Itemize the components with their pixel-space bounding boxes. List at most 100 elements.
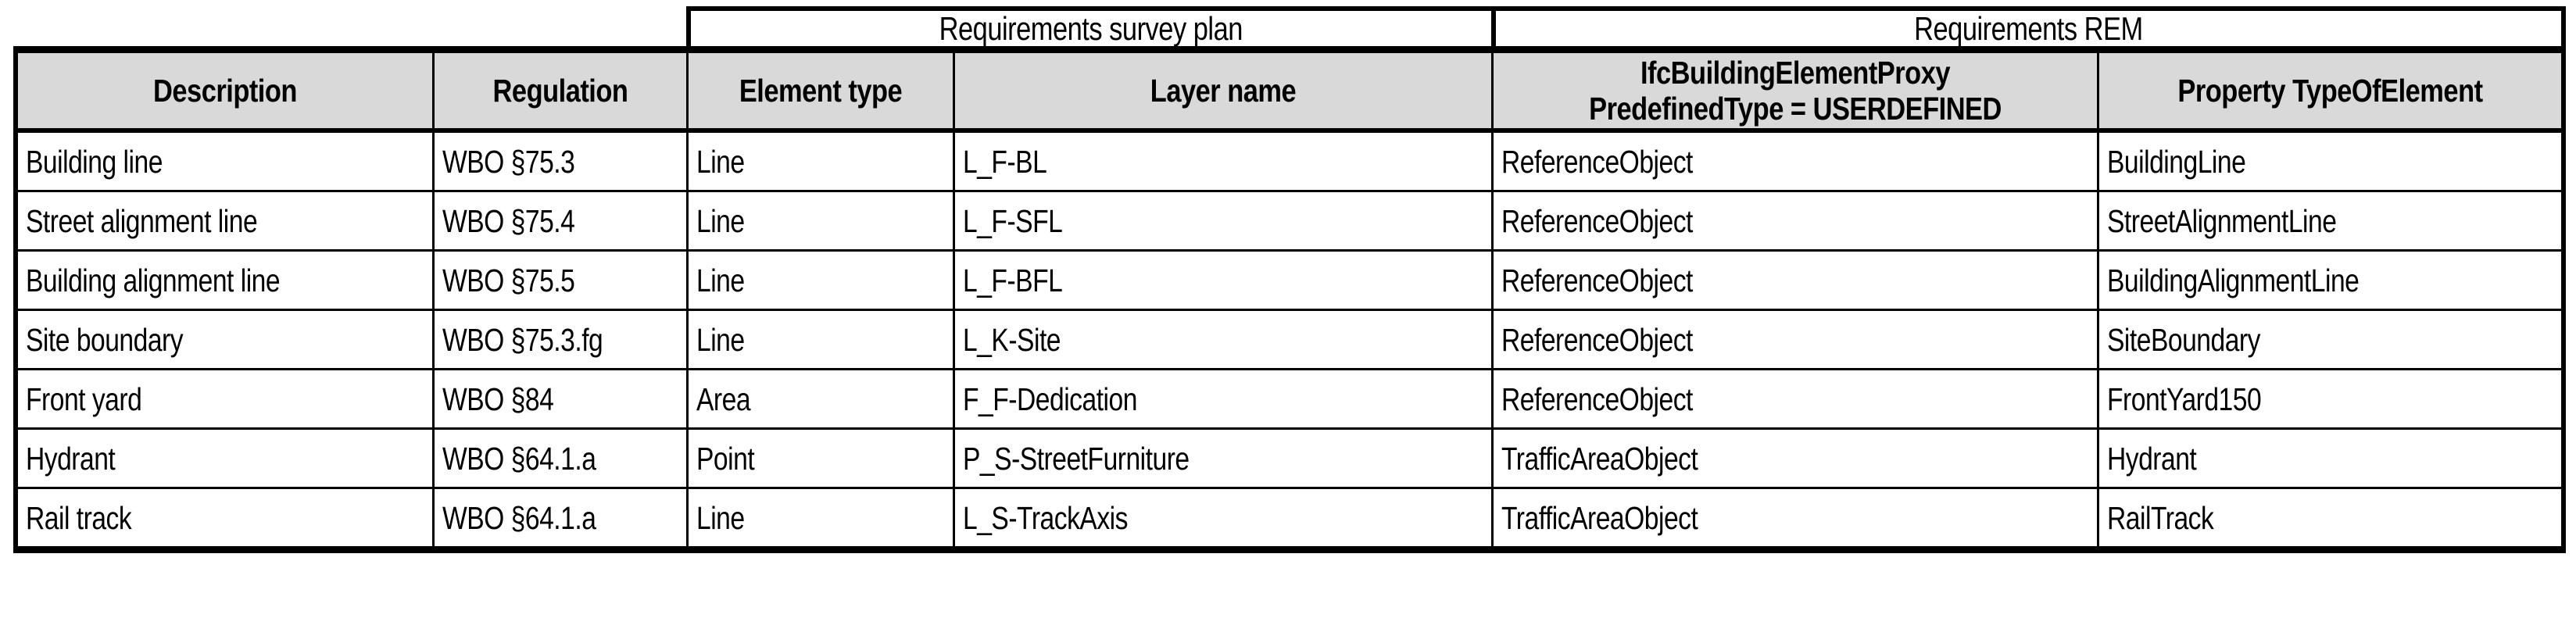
cell-layer-name: L_F-BL <box>953 129 1494 192</box>
column-header-element-type: Element type <box>686 48 955 133</box>
cell-element-type: Area <box>686 368 955 430</box>
cell-regulation: WBO §64.1.a <box>432 427 689 489</box>
cell-ifc-proxy: TrafficAreaObject <box>1491 487 2099 551</box>
group-header-label: Requirements survey plan <box>939 10 1243 47</box>
column-header-label: Regulation <box>492 73 628 109</box>
table-header-row: Description Regulation Element type Laye… <box>16 48 2563 133</box>
cell-layer-name: F_F-Dedication <box>953 368 1494 430</box>
cell-text: Front yard <box>26 381 142 417</box>
cell-text: L_F-SFL <box>963 202 1063 239</box>
cell-element-type: Line <box>686 190 955 252</box>
cell-ifc-proxy: ReferenceObject <box>1491 368 2099 430</box>
cell-property-type: FrontYard150 <box>2097 368 2563 430</box>
table-row: Building line WBO §75.3 Line L_F-BL Refe… <box>16 129 2563 192</box>
cell-text: RailTrack <box>2107 499 2214 536</box>
cell-layer-name: L_F-SFL <box>953 190 1494 252</box>
cell-description: Building alignment line <box>16 249 435 311</box>
column-header-label-line2: PredefinedType = USERDEFINED <box>1589 91 2002 127</box>
column-header-label: Layer name <box>1150 73 1297 109</box>
cell-text: WBO §75.3 <box>442 143 575 180</box>
cell-ifc-proxy: TrafficAreaObject <box>1491 427 2099 489</box>
table-row: Rail track WBO §64.1.a Line L_S-TrackAxi… <box>16 487 2563 551</box>
cell-description: Front yard <box>16 368 435 430</box>
column-header-label: Description <box>153 73 297 109</box>
cell-text: L_S-TrackAxis <box>963 499 1128 536</box>
column-header-ifc-building-element-proxy: IfcBuildingElementProxy PredefinedType =… <box>1491 48 2099 133</box>
cell-layer-name: L_K-Site <box>953 309 1494 370</box>
cell-layer-name: L_S-TrackAxis <box>953 487 1494 551</box>
cell-text: Line <box>696 202 745 239</box>
cell-text: Line <box>696 143 745 180</box>
cell-text: Rail track <box>26 499 132 536</box>
cell-description: Site boundary <box>16 309 435 370</box>
cell-element-type: Line <box>686 129 955 192</box>
cell-text: Hydrant <box>26 440 116 477</box>
cell-text: WBO §75.4 <box>442 202 575 239</box>
cell-text: WBO §75.3.fg <box>442 321 603 358</box>
cell-text: F_F-Dedication <box>963 381 1137 417</box>
cell-description: Hydrant <box>16 427 435 489</box>
cell-regulation: WBO §75.3.fg <box>432 309 689 370</box>
column-header-label-line1: IfcBuildingElementProxy <box>1640 55 1951 91</box>
column-header-property-type-of-element: Property TypeOfElement <box>2097 48 2563 133</box>
cell-text: Area <box>696 381 751 417</box>
cell-layer-name: P_S-StreetFurniture <box>953 427 1494 489</box>
cell-text: L_F-BL <box>963 143 1047 180</box>
cell-text: Line <box>696 321 745 358</box>
cell-text: TrafficAreaObject <box>1501 440 1698 477</box>
table-row: Building alignment line WBO §75.5 Line L… <box>16 249 2563 311</box>
cell-property-type: RailTrack <box>2097 487 2563 551</box>
cell-text: P_S-StreetFurniture <box>963 440 1190 477</box>
table-row: Street alignment line WBO §75.4 Line L_F… <box>16 190 2563 252</box>
cell-text: FrontYard150 <box>2107 381 2262 417</box>
cell-text: TrafficAreaObject <box>1501 499 1698 536</box>
cell-regulation: WBO §84 <box>432 368 689 430</box>
cell-text: ReferenceObject <box>1501 143 1693 180</box>
column-header-layer-name: Layer name <box>953 48 1494 133</box>
column-header-label: Element type <box>739 73 903 109</box>
cell-text: WBO §64.1.a <box>442 440 596 477</box>
group-header-label: Requirements REM <box>1914 10 2143 47</box>
cell-text: WBO §75.5 <box>442 262 575 298</box>
table-row: Hydrant WBO §64.1.a Point P_S-StreetFurn… <box>16 427 2563 489</box>
cell-regulation: WBO §64.1.a <box>432 487 689 551</box>
cell-text: ReferenceObject <box>1501 262 1693 298</box>
cell-description: Building line <box>16 129 435 192</box>
cell-description: Street alignment line <box>16 190 435 252</box>
cell-regulation: WBO §75.3 <box>432 129 689 192</box>
cell-text: BuildingLine <box>2107 143 2246 180</box>
cell-text: Site boundary <box>26 321 184 358</box>
cell-element-type: Point <box>686 427 955 489</box>
table-row: Site boundary WBO §75.3.fg Line L_K-Site… <box>16 309 2563 370</box>
column-header-label: Property TypeOfElement <box>2177 73 2483 109</box>
requirements-table: Description Regulation Element type Laye… <box>13 46 2566 553</box>
cell-ifc-proxy: ReferenceObject <box>1491 309 2099 370</box>
group-header-requirements-survey-plan: Requirements survey plan <box>686 6 1496 52</box>
cell-regulation: WBO §75.5 <box>432 249 689 311</box>
cell-text: StreetAlignmentLine <box>2107 202 2337 239</box>
column-header-regulation: Regulation <box>432 48 689 133</box>
cell-text: Point <box>696 440 755 477</box>
cell-element-type: Line <box>686 309 955 370</box>
group-header-requirements-rem: Requirements REM <box>1491 6 2566 52</box>
cell-text: Hydrant <box>2107 440 2197 477</box>
cell-text: WBO §64.1.a <box>442 499 596 536</box>
cell-description: Rail track <box>16 487 435 551</box>
cell-element-type: Line <box>686 487 955 551</box>
cell-property-type: BuildingLine <box>2097 129 2563 192</box>
column-header-description: Description <box>16 48 435 133</box>
cell-text: L_F-BFL <box>963 262 1063 298</box>
cell-text: Building line <box>26 143 163 180</box>
cell-ifc-proxy: ReferenceObject <box>1491 249 2099 311</box>
cell-text: BuildingAlignmentLine <box>2107 262 2360 298</box>
cell-text: ReferenceObject <box>1501 381 1693 417</box>
cell-text: SiteBoundary <box>2107 321 2260 358</box>
cell-text: Line <box>696 499 745 536</box>
cell-text: ReferenceObject <box>1501 202 1693 239</box>
cell-element-type: Line <box>686 249 955 311</box>
cell-text: Line <box>696 262 745 298</box>
cell-text: Building alignment line <box>26 262 281 298</box>
cell-property-type: StreetAlignmentLine <box>2097 190 2563 252</box>
cell-text: L_K-Site <box>963 321 1061 358</box>
